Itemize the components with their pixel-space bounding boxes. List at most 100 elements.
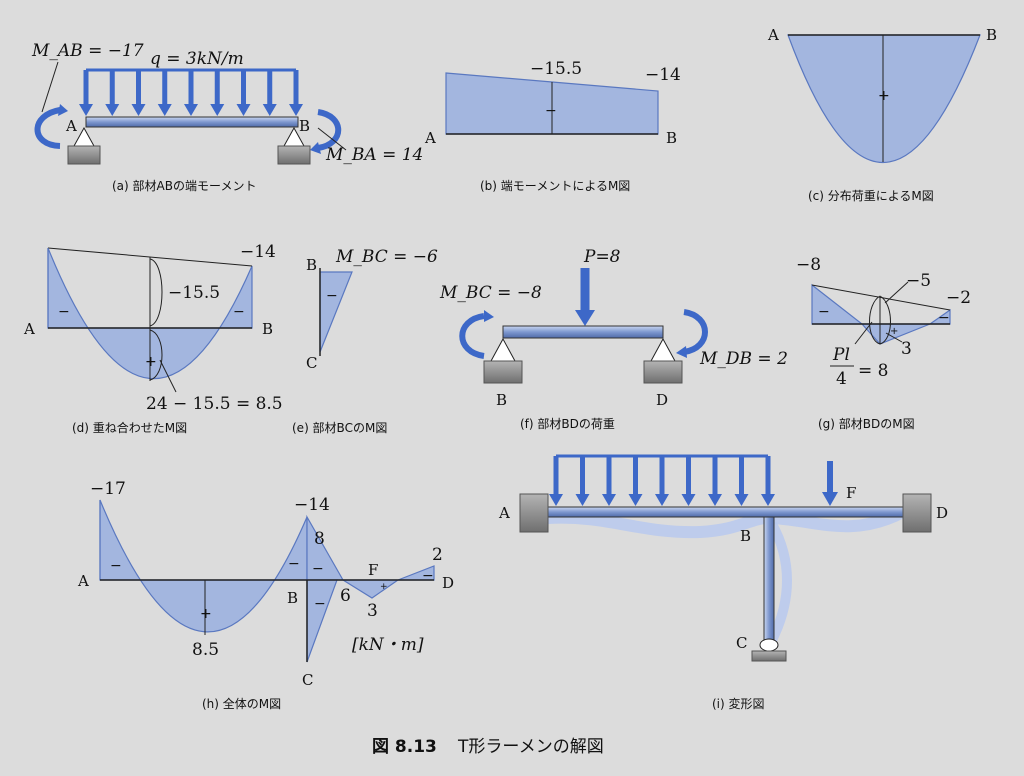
brace-upper-d [149,258,163,327]
label-b-f: B [496,391,507,409]
label-d-h: D [442,574,454,592]
value-h6: 3 [367,601,378,621]
support-b [277,126,311,165]
label-b-h: B [287,589,298,607]
brace-g-left [869,295,881,345]
label-c-h: C [302,671,313,689]
moment-arrow-b [317,109,342,151]
minus-right-d: − [233,304,245,320]
label-a-c: A [767,26,779,44]
caption-d: (d) 重ね合わせたM図 [72,420,187,435]
mdb-label-f: M_DB = 2 [699,349,788,369]
load-arrowhead [79,104,93,116]
load-arrowhead [210,104,225,116]
caption-c: (c) 分布荷重によるM図 [808,189,934,203]
minus-ab-right-h: − [288,556,300,572]
label-b-c: B [986,26,997,44]
moment-diagram-h-bc [306,579,338,663]
point-load-i-head [822,492,838,506]
caption-h: (h) 全体のM図 [202,696,281,711]
load-arrowhead [575,494,590,506]
load-arrowhead [628,494,643,506]
minus-right-g: − [938,310,950,326]
load-arrowhead [761,494,775,506]
label-b-b: B [666,129,677,147]
label-c-i: C [736,634,747,652]
value-b1: −15.5 [530,59,582,79]
support-c [751,650,787,662]
panel-e: − M_BC = −6 B C (e) 部材BCのM図 [292,247,438,435]
panel-f: P=8 M_BC = −8 M_DB = 2 B D (f) 部材BDの荷重 [439,247,788,431]
load-arrowhead [236,104,251,116]
label-b-i: B [740,527,751,545]
load-arrowhead [289,104,303,116]
moment-arrow-d-f [683,309,708,355]
leader-d [159,359,177,393]
beam-ab [85,116,299,128]
label-a-d: A [23,320,35,338]
value-h1: −17 [90,479,126,499]
deformed-beam [547,506,906,539]
value-h3: 8 [314,529,325,549]
leader-g-5 [884,281,909,304]
panel-i: A B C D F (i) 変形図 [498,454,948,711]
label-b: B [299,117,310,135]
value-d2: −15.5 [168,283,220,303]
pl-label: Pl [832,345,850,365]
leader-g-3 [885,332,903,343]
moment-diagram-h-f [340,579,400,599]
caption-i: (i) 変形図 [712,696,765,711]
moment-diagram-h-ab [99,499,308,633]
minus-ab-left-h: − [110,558,122,574]
moment-diagram-d [47,247,253,380]
figure-caption: 図 8.13 T形ラーメンの解図 [372,737,604,757]
load-arrowhead [655,494,669,506]
load-arrowhead [184,104,198,116]
label-d-i: D [936,504,948,522]
panel-h: − − − − − + + −17 −14 8 2 6 3 8.5 [kN・m]… [77,479,454,711]
load-arrowhead [708,494,722,506]
plus-ab-h: + [200,606,212,622]
caption-e: (e) 部材BCのM図 [292,420,387,435]
mab-label: M_AB = −17 [31,41,144,61]
minus-left-g: − [818,304,830,320]
eq8-label: = 8 [858,361,888,381]
load-arrowhead [105,104,120,116]
minus-fd-h: − [422,568,434,584]
fixed-support-d [902,493,932,533]
brace-lower-d [149,329,163,381]
panel-a: M_AB = −17 q = 3kN/m M_BA = 14 A B (a) 部… [31,41,423,193]
pin-c [759,638,779,652]
p-label: P=8 [583,247,621,267]
caption-f: (f) 部材BDの荷重 [520,416,615,431]
support-a [67,126,101,165]
value-g2: −5 [906,271,931,291]
load-arrowhead [262,104,277,116]
value-b2: −14 [645,65,681,85]
panel-b: − −15.5 −14 A B (b) 端モーメントによるM図 [424,59,681,193]
label-a: A [65,117,77,135]
moment-arrow-a [34,107,61,149]
value-h2: −14 [294,495,330,515]
moment-diagram-e [319,271,353,353]
unit-h: [kN・m] [352,635,424,655]
plus-d: + [145,354,157,370]
point-load-head [575,310,595,326]
sign-b: − [545,103,557,119]
leader-mab [41,61,59,113]
distributed-load-arrows [79,68,303,116]
moment-arrowhead-b-f [484,310,494,322]
load-arrowhead [602,494,616,506]
moment-diagram-c [787,34,981,163]
value-h7: 8.5 [192,640,219,660]
value-d3: 24 − 15.5 = 8.5 [146,394,283,414]
support-b-f [483,337,523,384]
leader-g-pl4 [854,321,873,345]
value-d1: −14 [240,242,276,262]
value-g4: 3 [901,339,912,359]
value-h5: 6 [340,586,351,606]
label-b-d: B [262,320,273,338]
caption-g: (g) 部材BDのM図 [818,416,915,431]
minus-bf-h: − [312,561,324,577]
column-bc [763,516,775,644]
